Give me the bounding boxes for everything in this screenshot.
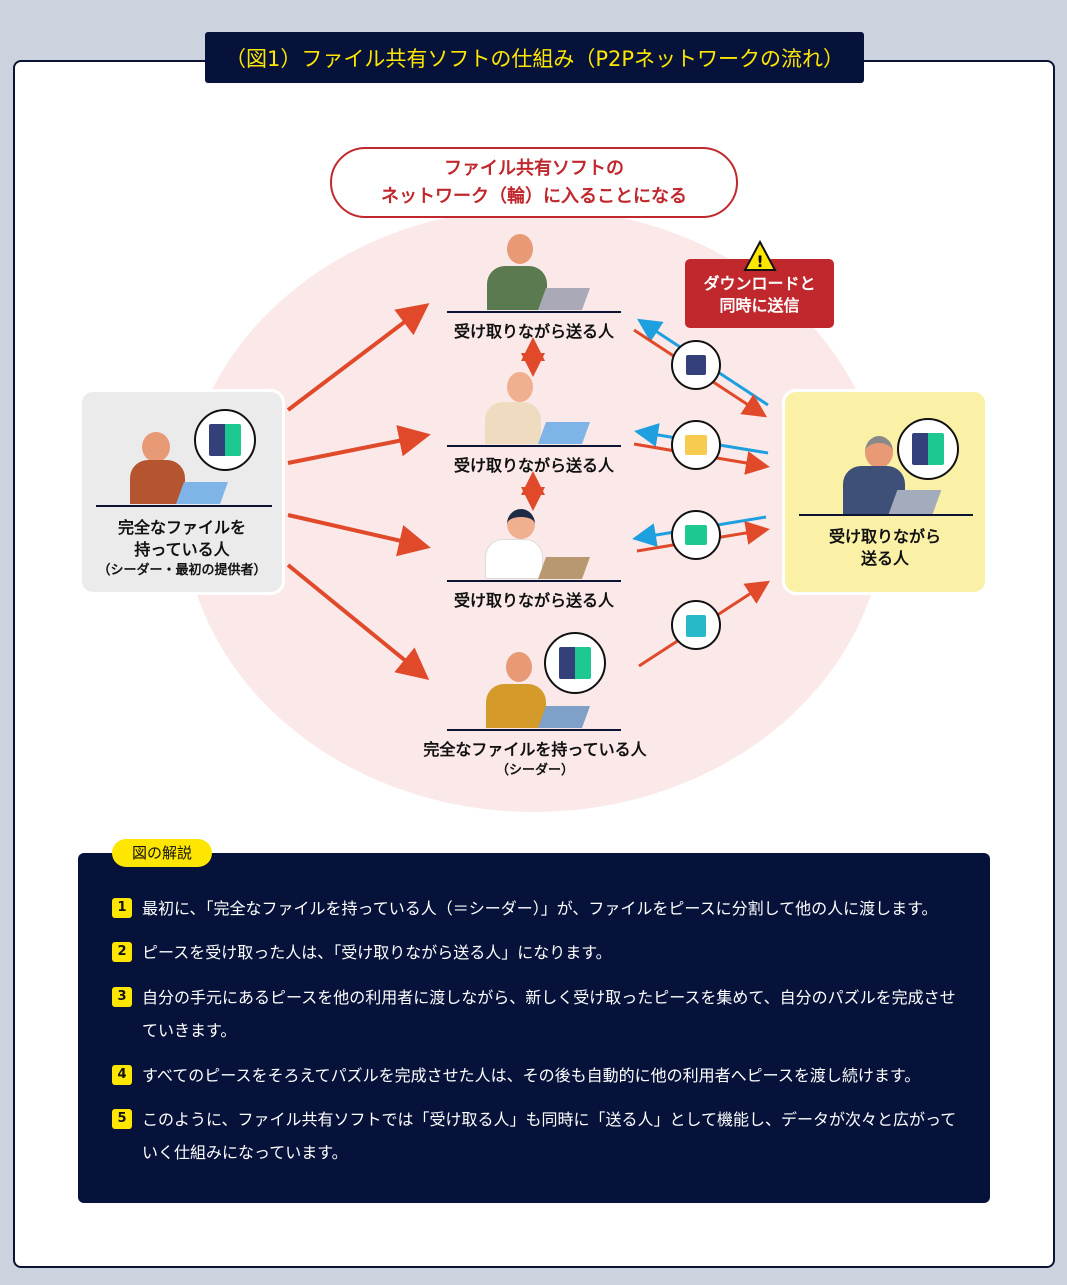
seeder-bottom: 完全なファイルを持っている人 （シーダー） bbox=[410, 630, 660, 780]
person-body bbox=[485, 402, 541, 444]
complete-puzzle-icon bbox=[544, 632, 606, 694]
right-peer-line2: 送る人 bbox=[860, 549, 909, 568]
person-icon bbox=[507, 234, 533, 264]
svg-text:!: ! bbox=[756, 252, 763, 271]
peer-1-label: 受け取りながら送る人 bbox=[453, 322, 614, 341]
complete-puzzle-icon bbox=[194, 409, 256, 471]
arrow-seeder-to-peer1 bbox=[286, 303, 430, 412]
right-peer-box: 受け取りながら 送る人 bbox=[782, 389, 988, 595]
laptop-icon bbox=[537, 422, 591, 444]
seeder-left-line1: 完全なファイルを bbox=[117, 518, 246, 537]
figure-title: （図1）ファイル共有ソフトの仕組み（P2Pネットワークの流れ） bbox=[205, 32, 864, 83]
puzzle-piece-teal-icon bbox=[671, 600, 721, 650]
item-text: 最初に、「完全なファイルを持っている人（＝シーダー）」が、ファイルをピースに分割… bbox=[142, 899, 938, 918]
desk-line bbox=[447, 580, 621, 582]
item-number: 1 bbox=[112, 898, 132, 918]
network-label-line2: ネットワーク（輪）に入ることになる bbox=[381, 186, 687, 207]
person-icon bbox=[507, 509, 535, 539]
item-text: 自分の手元にあるピースを他の利用者に渡しながら、新しく受け取ったピースを集めて、… bbox=[142, 988, 956, 1040]
item-number: 2 bbox=[112, 942, 132, 962]
person-body bbox=[487, 266, 547, 310]
warning-icon: ! bbox=[743, 240, 777, 271]
desk-line bbox=[447, 445, 621, 447]
warning-line2: 同時に送信 bbox=[719, 296, 800, 315]
puzzle-piece-green-icon bbox=[671, 510, 721, 560]
network-label: ファイル共有ソフトの ネットワーク（輪）に入ることになる bbox=[330, 147, 738, 218]
laptop-icon bbox=[888, 490, 942, 514]
peer-3-label: 受け取りながら送る人 bbox=[453, 591, 614, 610]
desk-line bbox=[96, 505, 272, 507]
warning-box: ダウンロードと 同時に送信 bbox=[685, 259, 834, 328]
right-peer-line1: 受け取りながら bbox=[828, 527, 941, 546]
laptop-icon bbox=[537, 288, 591, 310]
seeder-left-sub: （シーダー・最初の提供者） bbox=[97, 563, 267, 578]
item-text: すべてのピースをそろえてパズルを完成させた人は、その後も自動的に他の利用者へピー… bbox=[142, 1066, 921, 1085]
person-icon bbox=[142, 432, 170, 462]
puzzle-piece-yellow-icon bbox=[671, 420, 721, 470]
item-number: 5 bbox=[112, 1109, 132, 1129]
peer-1: 受け取りながら送る人 bbox=[447, 230, 621, 341]
person-icon bbox=[507, 372, 533, 402]
person-body bbox=[485, 539, 543, 579]
complete-puzzle-icon bbox=[897, 418, 959, 480]
item-number: 3 bbox=[112, 987, 132, 1007]
person-icon bbox=[865, 436, 893, 468]
person-body bbox=[130, 460, 185, 504]
laptop-icon bbox=[537, 557, 591, 579]
item-text: このように、ファイル共有ソフトでは「受け取る人」も同時に「送る人」として機能し、… bbox=[142, 1110, 957, 1162]
peer-3: 受け取りながら送る人 bbox=[447, 499, 621, 610]
explanation-item: 2 ピースを受け取った人は、「受け取りながら送る人」になります。 bbox=[112, 936, 962, 969]
person-icon bbox=[506, 652, 532, 682]
desk-line bbox=[447, 729, 621, 731]
explanation-item: 1 最初に、「完全なファイルを持っている人（＝シーダー）」が、ファイルをピースに分… bbox=[112, 892, 962, 925]
seeder-left-line2: 持っている人 bbox=[134, 540, 230, 559]
peer-2: 受け取りながら送る人 bbox=[447, 364, 621, 475]
arrow-seeder-to-seeder2 bbox=[286, 563, 430, 681]
seeder-bottom-sub: （シーダー） bbox=[495, 763, 574, 778]
laptop-icon bbox=[175, 482, 229, 504]
arrow-seeder-to-peer2 bbox=[287, 425, 431, 465]
explanation-tag: 図の解説 bbox=[112, 839, 212, 867]
seeder-left-box: 完全なファイルを 持っている人 （シーダー・最初の提供者） bbox=[79, 389, 285, 595]
desk-line bbox=[447, 311, 621, 313]
peer-2-label: 受け取りながら送る人 bbox=[453, 456, 614, 475]
arrow-seeder-to-peer3 bbox=[287, 513, 431, 557]
puzzle-piece-navy-icon bbox=[671, 340, 721, 390]
item-number: 4 bbox=[112, 1065, 132, 1085]
desk-line bbox=[799, 514, 973, 516]
seeder-bottom-label: 完全なファイルを持っている人 bbox=[423, 740, 647, 759]
laptop-icon bbox=[537, 706, 591, 728]
explanation-item: 3 自分の手元にあるピースを他の利用者に渡しながら、新しく受け取ったピースを集めて… bbox=[112, 981, 962, 1047]
explanation-item: 5 このように、ファイル共有ソフトでは「受け取る人」も同時に「送る人」として機能し… bbox=[112, 1103, 962, 1169]
person-body bbox=[486, 684, 546, 728]
item-text: ピースを受け取った人は、「受け取りながら送る人」になります。 bbox=[142, 943, 612, 962]
warning-line1: ダウンロードと bbox=[703, 274, 816, 293]
explanation-panel bbox=[78, 853, 990, 1203]
explanation-item: 4 すべてのピースをそろえてパズルを完成させた人は、その後も自動的に他の利用者へピ… bbox=[112, 1059, 962, 1092]
network-label-line1: ファイル共有ソフトの bbox=[444, 158, 624, 179]
